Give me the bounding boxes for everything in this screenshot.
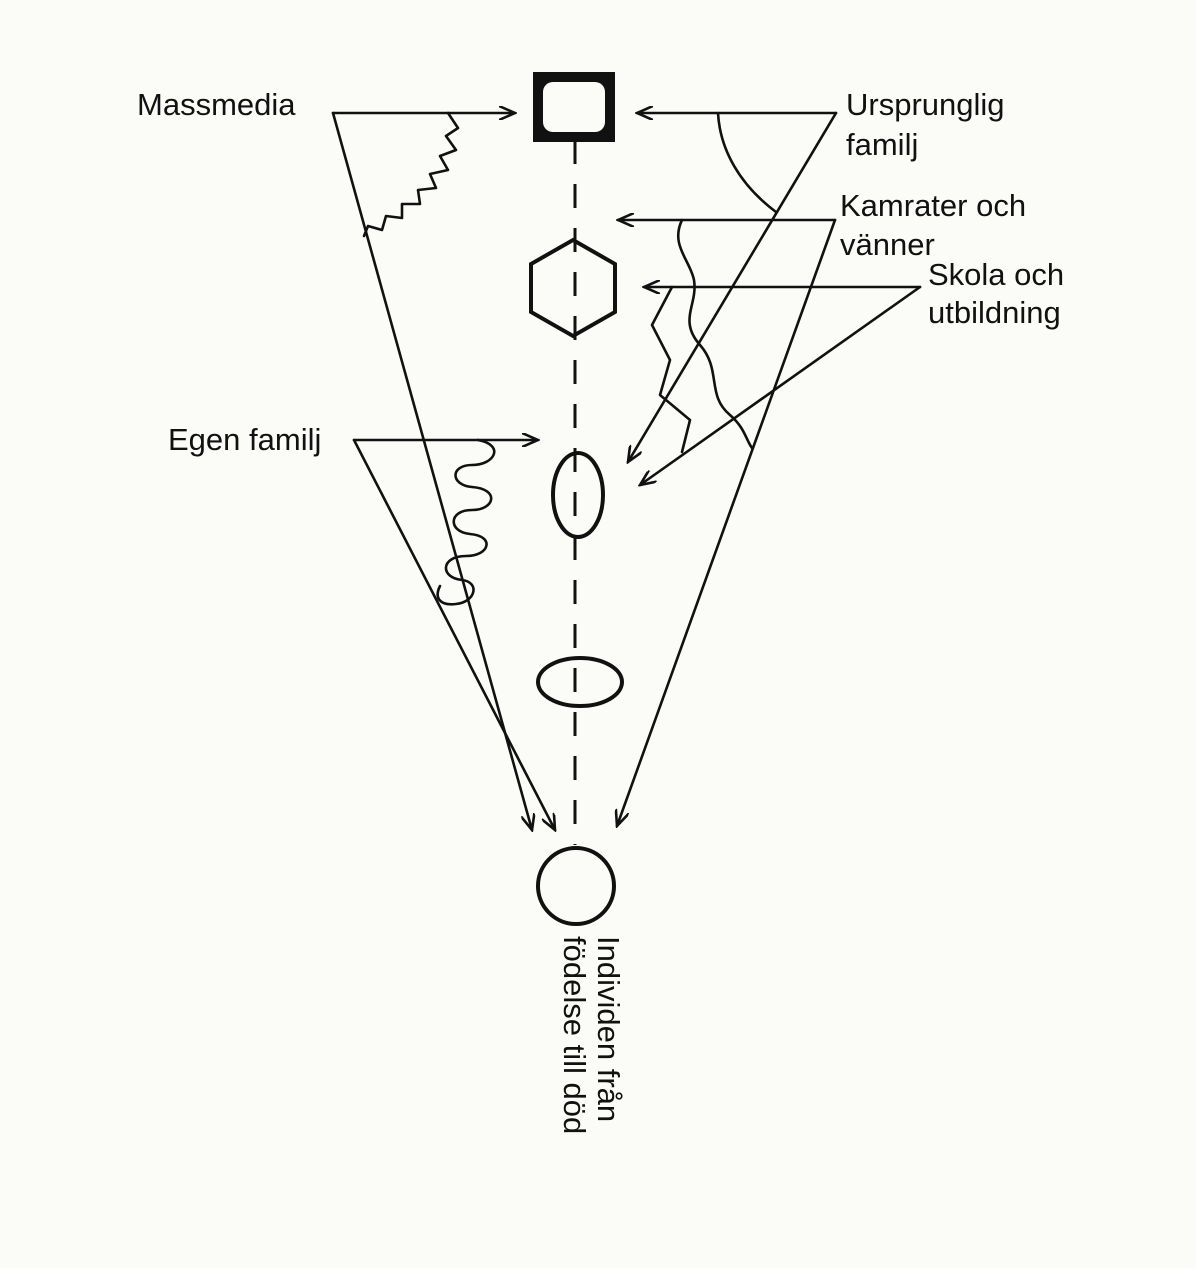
label-skola-line2: utbildning <box>928 295 1061 330</box>
skola-influence <box>640 287 922 485</box>
label-ursprunglig-familj-line1: Ursprunglig <box>846 87 1005 122</box>
label-skola-line1: Skola och <box>928 257 1064 292</box>
egen-familj-squiggle <box>436 438 496 606</box>
label-individ-line2: födelse till död <box>557 936 592 1134</box>
label-massmedia: Massmedia <box>137 87 296 122</box>
label-individ-line1: Individen från <box>591 936 626 1122</box>
label-kamrater-line1: Kamrater och <box>840 188 1026 223</box>
ellipse-stage-vertical <box>551 451 605 539</box>
massmedia-zigzag <box>362 111 460 238</box>
label-kamrater-line2: vänner <box>840 227 935 262</box>
label-ursprunglig-familj-line2: familj <box>846 127 918 162</box>
kamrater-influence <box>617 220 837 826</box>
tv-icon <box>533 72 615 142</box>
label-individ-vertical: Individen från födelse till död <box>557 936 626 1134</box>
massmedia-influence <box>331 111 532 830</box>
egen-familj-influence <box>352 438 555 830</box>
individual-circle <box>536 846 616 926</box>
hexagon-stage <box>529 237 617 339</box>
label-egen-familj: Egen familj <box>168 422 321 457</box>
ellipse-stage-horizontal <box>536 656 624 708</box>
